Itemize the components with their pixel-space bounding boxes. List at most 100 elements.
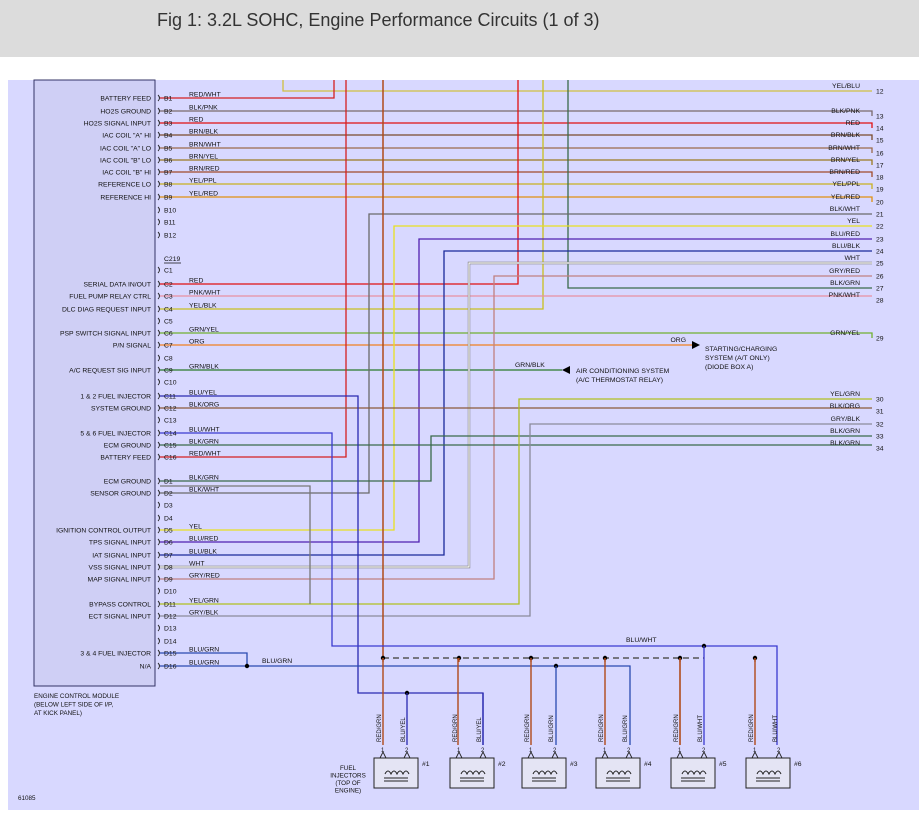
injector-wire1-code: RED/GRN <box>749 714 755 742</box>
ecm-pin-label: IGNITION CONTROL OUTPUT <box>56 528 151 535</box>
ecm-pin-label: IAC COIL "B" HI <box>102 170 151 177</box>
injector-number: #1 <box>422 761 430 768</box>
right-terminal-num: 28 <box>876 298 884 305</box>
callout-starting-line: STARTING/CHARGING <box>705 346 777 353</box>
right-terminal-wire: BLU/BLK <box>832 243 860 250</box>
pin-id: B8 <box>164 182 173 189</box>
right-terminal-wire: RED <box>846 120 860 127</box>
wire-B2 <box>160 110 873 116</box>
ecm-pin-label: DLC DIAG REQUEST INPUT <box>62 307 151 314</box>
wire-D5 <box>160 225 872 531</box>
ecm-pin-label: A/C REQUEST SIG INPUT <box>69 368 151 375</box>
pin-id: D4 <box>164 516 173 523</box>
pin-id: C14 <box>164 431 177 438</box>
injector-pin-2 <box>700 750 708 759</box>
pin-wire-code: PNK/WHT <box>189 290 220 297</box>
pin-id: C6 <box>164 331 173 338</box>
pin-wire-code: BLU/GRN <box>189 647 219 654</box>
pin-bracket <box>157 575 160 583</box>
pin-id: C8 <box>164 356 173 363</box>
injector-wire2-code: BLU/GRN <box>549 715 555 742</box>
wire-C14 <box>160 432 778 745</box>
wire-D11 <box>160 398 872 605</box>
pin-id: C2 <box>164 282 173 289</box>
figure-title: Fig 1: 3.2L SOHC, Engine Performance Cir… <box>157 10 600 30</box>
pin-bracket <box>157 378 160 386</box>
right-terminal-wire: BLK/WHT <box>830 206 860 213</box>
right-terminal-num: 30 <box>876 397 884 404</box>
right-terminal-num: 17 <box>876 163 884 170</box>
pin-id: B5 <box>164 146 173 153</box>
pin-bracket <box>157 501 160 509</box>
pin-id: B6 <box>164 158 173 165</box>
pin-wire-code: BLU/YEL <box>189 390 217 397</box>
wire-B7 <box>160 171 873 177</box>
right-terminal-num: 14 <box>876 126 884 133</box>
injector-wire2-code: BLU/GRN <box>623 715 629 742</box>
pin-bracket <box>157 441 160 449</box>
ecm-pin-label: VSS SIGNAL INPUT <box>89 565 151 572</box>
wire-B9 <box>160 196 873 202</box>
right-terminal-wire: BLU/RED <box>831 231 861 238</box>
right-terminal-wire: PNK/WHT <box>829 292 860 299</box>
pin-wire-code: RED <box>189 117 203 124</box>
pin-bracket <box>157 144 160 152</box>
pin-id: D7 <box>164 553 173 560</box>
splice-dot <box>244 663 250 669</box>
callout-starting-line: SYSTEM (A/T ONLY) <box>705 355 770 362</box>
pin-bracket <box>157 341 160 349</box>
injector-pin-1 <box>676 750 684 759</box>
pin-wire-code: RED/WHT <box>189 451 221 458</box>
injector-body <box>521 757 567 789</box>
pin-bracket <box>157 637 160 645</box>
injector-wire1-code: RED/GRN <box>377 714 383 742</box>
pin-id: B9 <box>164 195 173 202</box>
ecm-pin-label: PSP SWITCH SIGNAL INPUT <box>60 331 151 338</box>
injector-pin-2 <box>403 750 411 759</box>
ecm-pin-label: TPS SIGNAL INPUT <box>89 540 151 547</box>
right-terminal-wire: BRN/WHT <box>828 145 860 152</box>
pin-id: B7 <box>164 170 173 177</box>
right-terminal-wire: BLK/GRN <box>830 440 860 447</box>
injector-coil-icon <box>460 770 486 776</box>
pin-bracket <box>157 317 160 325</box>
pin-id: D5 <box>164 528 173 535</box>
wire-B6 <box>160 159 873 165</box>
pin-id: D10 <box>164 589 177 596</box>
pin-wire-code: BLK/ORG <box>189 402 219 409</box>
right-terminal-num: 22 <box>876 224 884 231</box>
pin-wire-code: GRN/YEL <box>189 327 219 334</box>
right-terminal-num: 19 <box>876 187 884 194</box>
ecm-pin-label: REFERENCE LO <box>98 182 151 189</box>
pin-id: C9 <box>164 368 173 375</box>
right-terminal-wire: YEL <box>847 218 860 225</box>
pin-bracket <box>157 107 160 115</box>
pin-wire-code: BLK/GRN <box>189 475 219 482</box>
right-terminal-num: 23 <box>876 237 884 244</box>
wire-D16 <box>160 665 631 745</box>
callout-ac-line: AIR CONDITIONING SYSTEM <box>576 368 670 375</box>
right-terminal-wire: BLK/PNK <box>831 108 860 115</box>
wire-D7 <box>160 250 872 556</box>
pin-id: D11 <box>164 602 176 609</box>
pin-bracket <box>157 131 160 139</box>
ecm-pin-label: ECM GROUND <box>104 443 151 450</box>
pin-bracket <box>157 514 160 522</box>
ecm-pin-label: BYPASS CONTROL <box>89 602 151 609</box>
wire-D8 <box>160 262 872 568</box>
pin-id: B10 <box>164 208 176 215</box>
connector-c219-label: C219 <box>164 256 180 263</box>
pin-bracket <box>157 119 160 127</box>
pin-bracket <box>157 193 160 201</box>
pin-bracket <box>157 156 160 164</box>
ecm-pin-label: IAT SIGNAL INPUT <box>92 553 151 560</box>
injector-pin-1 <box>527 750 535 759</box>
pin-bracket <box>157 180 160 188</box>
pin-id: C3 <box>164 294 173 301</box>
right-terminal-wire: GRY/RED <box>829 268 860 275</box>
ecm-box <box>33 79 156 687</box>
pin-bracket <box>157 563 160 571</box>
injector-pin-1 <box>455 750 463 759</box>
ecm-pin-label: 1 & 2 FUEL INJECTOR <box>80 394 151 401</box>
